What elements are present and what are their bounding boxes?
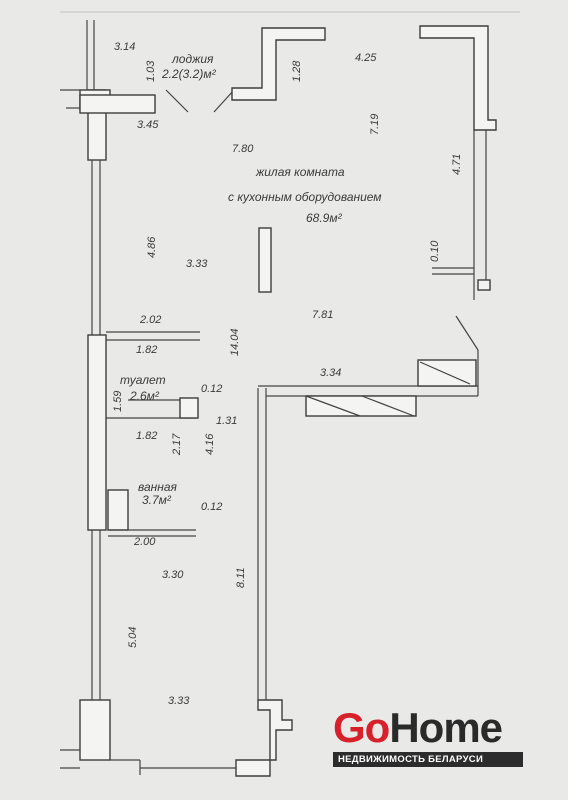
dimension-label: 3.30 <box>162 569 184 581</box>
logo-home: Home <box>389 704 503 751</box>
right-middle-wall <box>305 395 417 417</box>
bath-partition <box>107 489 129 531</box>
dimension-label: 0.12 <box>201 501 222 513</box>
bath-name: ванная <box>138 480 178 494</box>
bottom-left-pillar <box>79 699 111 761</box>
dimension-label: 4.25 <box>355 52 377 64</box>
bottom-right-wall <box>235 699 293 777</box>
dimension-label: 4.86 <box>146 236 158 258</box>
top-center-wall <box>231 27 326 101</box>
kitchen-island <box>258 227 272 293</box>
dimension-label: 2.00 <box>133 536 156 548</box>
dimension-label: 7.19 <box>369 114 381 135</box>
logo-tagline: НЕДВИЖИМОСТЬ БЕЛАРУСИ <box>333 752 523 767</box>
logo-go: Go <box>333 704 390 751</box>
dimension-label: 1.28 <box>291 60 303 82</box>
living-subname: с кухонным оборудованием <box>228 190 382 204</box>
dimension-label: 3.33 <box>186 258 208 270</box>
dimension-label: 2.17 <box>171 433 183 456</box>
loggia-left-wall <box>79 94 156 114</box>
living-area: 68.9м² <box>306 211 343 225</box>
living-name: жилая комната <box>255 165 345 179</box>
top-right-wall <box>419 25 497 131</box>
toilet-area: 2.6м² <box>129 389 160 403</box>
dimension-label: 1.59 <box>112 391 124 412</box>
dimension-label: 3.14 <box>114 41 135 53</box>
dimension-label: 2.02 <box>139 314 161 326</box>
dimension-label: 0.10 <box>429 240 441 262</box>
loggia-area: 2.2(3.2)м² <box>161 67 217 81</box>
dimension-label: 1.82 <box>136 344 157 356</box>
left-wall-middle <box>87 334 107 531</box>
dimension-label: 4.71 <box>451 154 463 175</box>
dimension-label: 1.03 <box>145 60 157 82</box>
dimension-label: 3.34 <box>320 367 341 379</box>
loggia-name: лоджия <box>171 52 214 66</box>
dimension-label: 0.12 <box>201 383 222 395</box>
dimension-label: 3.33 <box>168 695 190 707</box>
dimension-label: 14.04 <box>229 328 241 356</box>
gohome-logo[interactable]: GoHome НЕДВИЖИМОСТЬ БЕЛАРУСИ <box>333 706 523 767</box>
dimension-label: 7.80 <box>232 143 254 155</box>
dimension-label: 3.45 <box>137 119 159 131</box>
bath-area: 3.7м² <box>142 493 172 507</box>
dimension-label: 5.04 <box>127 627 139 648</box>
dimension-label: 1.31 <box>216 415 237 427</box>
dimension-label: 1.82 <box>136 430 157 442</box>
dimension-label: 4.16 <box>204 433 216 455</box>
toilet-name: туалет <box>120 373 166 387</box>
dimension-label: 7.81 <box>312 309 333 321</box>
dimension-label: 8.11 <box>235 567 247 588</box>
